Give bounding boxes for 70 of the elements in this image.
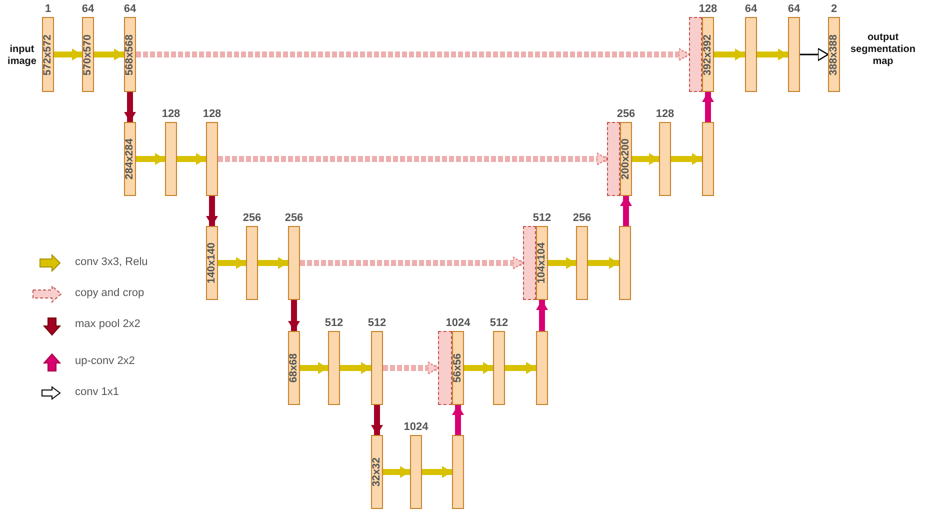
channel-count: 2	[830, 3, 838, 16]
bare-label: output segmentation map	[849, 32, 916, 68]
channel-count: 256	[616, 108, 636, 121]
arrow	[206, 196, 218, 226]
channel-count: 64	[744, 3, 758, 16]
channel-count: 512	[324, 317, 344, 330]
arrow	[94, 48, 124, 60]
feature-map-size: 392x392	[702, 34, 714, 75]
channel-count: 128	[656, 108, 674, 121]
channel-count: 64	[124, 3, 136, 16]
arrow	[218, 257, 246, 269]
arrow	[124, 92, 136, 122]
feature-map-size: 568x568	[124, 34, 136, 75]
channel-count: 64	[82, 3, 94, 16]
feature-map-size: 570x570	[82, 34, 94, 75]
arrow	[218, 152, 608, 166]
arrow	[136, 153, 165, 165]
arrow	[452, 405, 464, 435]
channel-count: 128	[698, 3, 718, 16]
legend-label: conv 3x3, Relu	[75, 256, 148, 268]
arrow	[177, 153, 206, 165]
arrow	[620, 196, 632, 226]
arrow	[757, 48, 788, 60]
channel-count: 128	[162, 108, 180, 121]
feature-map-size: 284x284	[124, 138, 136, 180]
feature-map-size: 200x200	[620, 138, 632, 180]
arrow	[340, 362, 371, 374]
arrow	[383, 362, 438, 374]
channel-count: 128	[202, 108, 222, 121]
arrow	[702, 92, 714, 122]
legend-label: copy and crop	[75, 287, 144, 299]
arrow	[288, 300, 300, 331]
arrow	[588, 257, 619, 269]
arrow	[536, 300, 548, 331]
arrow	[371, 405, 383, 435]
arrow	[464, 362, 493, 374]
arrow	[300, 256, 524, 270]
feature-map-size: 68x68	[288, 353, 300, 383]
feature-map-size: 104x104	[536, 242, 548, 284]
channel-count: 1	[44, 3, 52, 16]
channel-count: 256	[242, 212, 262, 225]
arrow	[54, 48, 82, 60]
channel-count: 1024	[446, 317, 470, 330]
bare-label: input image	[6, 44, 38, 68]
legend-label: up-conv 2x2	[75, 355, 135, 367]
feature-map-size: 388x388	[828, 34, 840, 75]
arrow	[632, 153, 659, 165]
feature-map-size: 140x140	[206, 242, 218, 284]
arrow	[505, 362, 536, 374]
channel-count: 512	[368, 317, 386, 330]
arrow	[671, 153, 702, 165]
channel-count: 256	[572, 212, 592, 225]
feature-map-size: 32x32	[372, 457, 382, 487]
channel-count: 512	[490, 317, 508, 330]
arrow	[383, 466, 410, 478]
arrow	[300, 362, 328, 374]
arrow	[548, 257, 576, 269]
feature-map-size: 572x572	[42, 34, 54, 75]
arrow	[800, 48, 829, 62]
channel-count: 1024	[404, 421, 428, 434]
feature-map-size: 56x56	[452, 353, 464, 383]
arrow	[714, 48, 745, 60]
channel-count: 64	[788, 3, 800, 16]
channel-count: 512	[532, 212, 552, 225]
arrow	[258, 257, 288, 269]
legend-label: conv 1x1	[75, 386, 120, 398]
arrow	[136, 48, 690, 61]
legend-label: max pool 2x2	[75, 318, 140, 330]
channel-count: 256	[284, 212, 304, 225]
arrow	[422, 466, 452, 478]
